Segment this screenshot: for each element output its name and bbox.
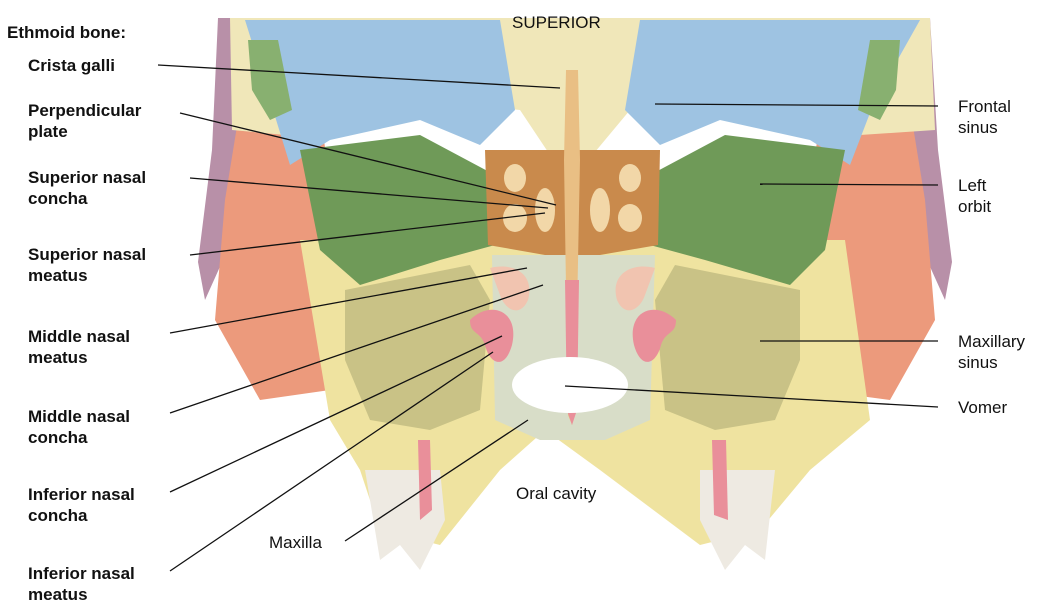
label-oral-cavity: Oral cavity — [516, 483, 596, 504]
label-perpendicular-plate: Perpendicular plate — [28, 100, 141, 142]
label-middle-nasal-concha: Middle nasal concha — [28, 406, 130, 448]
label-middle-nasal-meatus: Middle nasal meatus — [28, 326, 130, 368]
label-maxilla: Maxilla — [269, 532, 322, 553]
label-vomer: Vomer — [958, 397, 1007, 418]
right-tooth-pulp — [712, 440, 728, 520]
left-tooth-pulp — [418, 440, 432, 520]
label-superior-nasal-meatus: Superior nasal meatus — [28, 244, 146, 286]
label-inferior-nasal-meatus: Inferior nasal meatus — [28, 563, 135, 605]
left-maxillary-sinus — [345, 265, 490, 430]
right-maxillary-sinus — [655, 265, 800, 430]
label-maxillary-sinus: Maxillary sinus — [958, 331, 1025, 373]
heading-superior: SUPERIOR — [512, 12, 601, 33]
label-crista-galli: Crista galli — [28, 55, 115, 76]
label-frontal-sinus: Frontal sinus — [958, 96, 1011, 138]
label-inferior-nasal-concha: Inferior nasal concha — [28, 484, 135, 526]
label-superior-nasal-concha: Superior nasal concha — [28, 167, 146, 209]
palate-opening — [512, 357, 628, 413]
right-molar — [700, 470, 775, 570]
label-left-orbit: Left orbit — [958, 175, 991, 217]
ethmoid-bone-group-label: Ethmoid bone: — [7, 22, 126, 43]
